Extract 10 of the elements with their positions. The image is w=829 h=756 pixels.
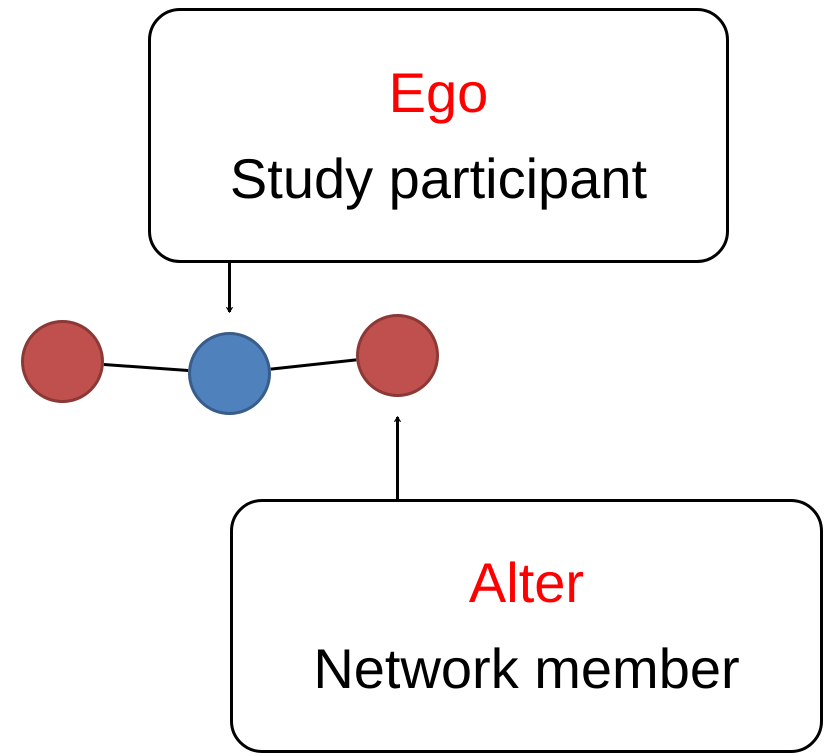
label-box [230, 499, 823, 753]
label-box [148, 8, 729, 263]
connector-line [270, 358, 356, 371]
connector-line [104, 362, 188, 372]
arrow [226, 263, 234, 313]
arrow [394, 416, 402, 499]
role-title: Ego [388, 60, 488, 126]
role-title: Alter [468, 550, 584, 616]
role-description: Network member [313, 636, 740, 702]
role-description: Study participant [230, 146, 648, 212]
